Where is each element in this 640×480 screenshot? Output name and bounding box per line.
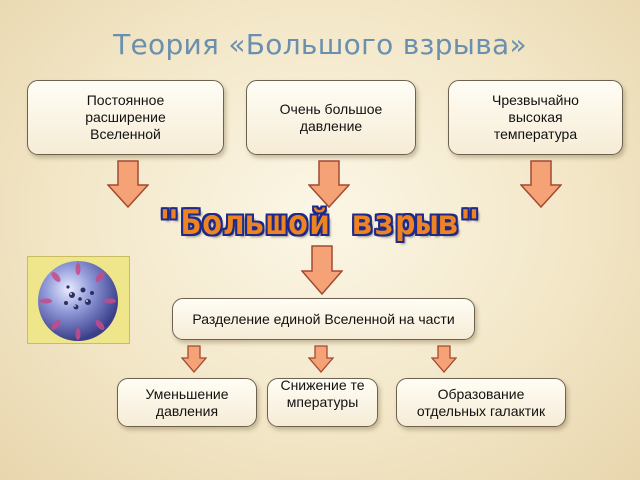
cause-box-temperature: Чрезвычайно высокая температура [448, 80, 623, 155]
cause-box-pressure: Очень большое давление [246, 80, 416, 155]
consequence-box-galaxies: Образование отдельных галактик [396, 378, 566, 427]
cause-label: Чрезвычайно высокая температура [492, 92, 579, 142]
down-arrow-icon [431, 345, 457, 373]
down-arrow-icon [301, 245, 343, 295]
consequence-label: Образование отдельных галактик [416, 385, 546, 419]
division-label: Разделение единой Вселенной на части [192, 310, 455, 327]
page-title: Теория «Большого взрыва» [113, 28, 527, 61]
big-bang-wordart: "Большой взрыв" [158, 203, 482, 243]
down-arrow-icon [308, 345, 334, 373]
universe-sphere-icon [38, 261, 118, 341]
consequence-box-temperature: Снижение температуры [267, 378, 378, 427]
consequence-box-pressure: Уменьшение давления [117, 378, 257, 427]
cause-label: Очень большое давление [279, 100, 383, 134]
cause-box-expansion: Постоянное расширение Вселенной [27, 80, 224, 155]
universe-picture [27, 256, 130, 344]
down-arrow-icon [181, 345, 207, 373]
down-arrow-icon [107, 160, 149, 208]
cause-label: Постоянное расширение Вселенной [85, 92, 166, 142]
division-box: Разделение единой Вселенной на части [172, 298, 475, 340]
down-arrow-icon [520, 160, 562, 208]
consequence-label: Снижение температуры [280, 378, 365, 410]
down-arrow-icon [308, 160, 350, 208]
consequence-label: Уменьшение давления [145, 385, 229, 419]
